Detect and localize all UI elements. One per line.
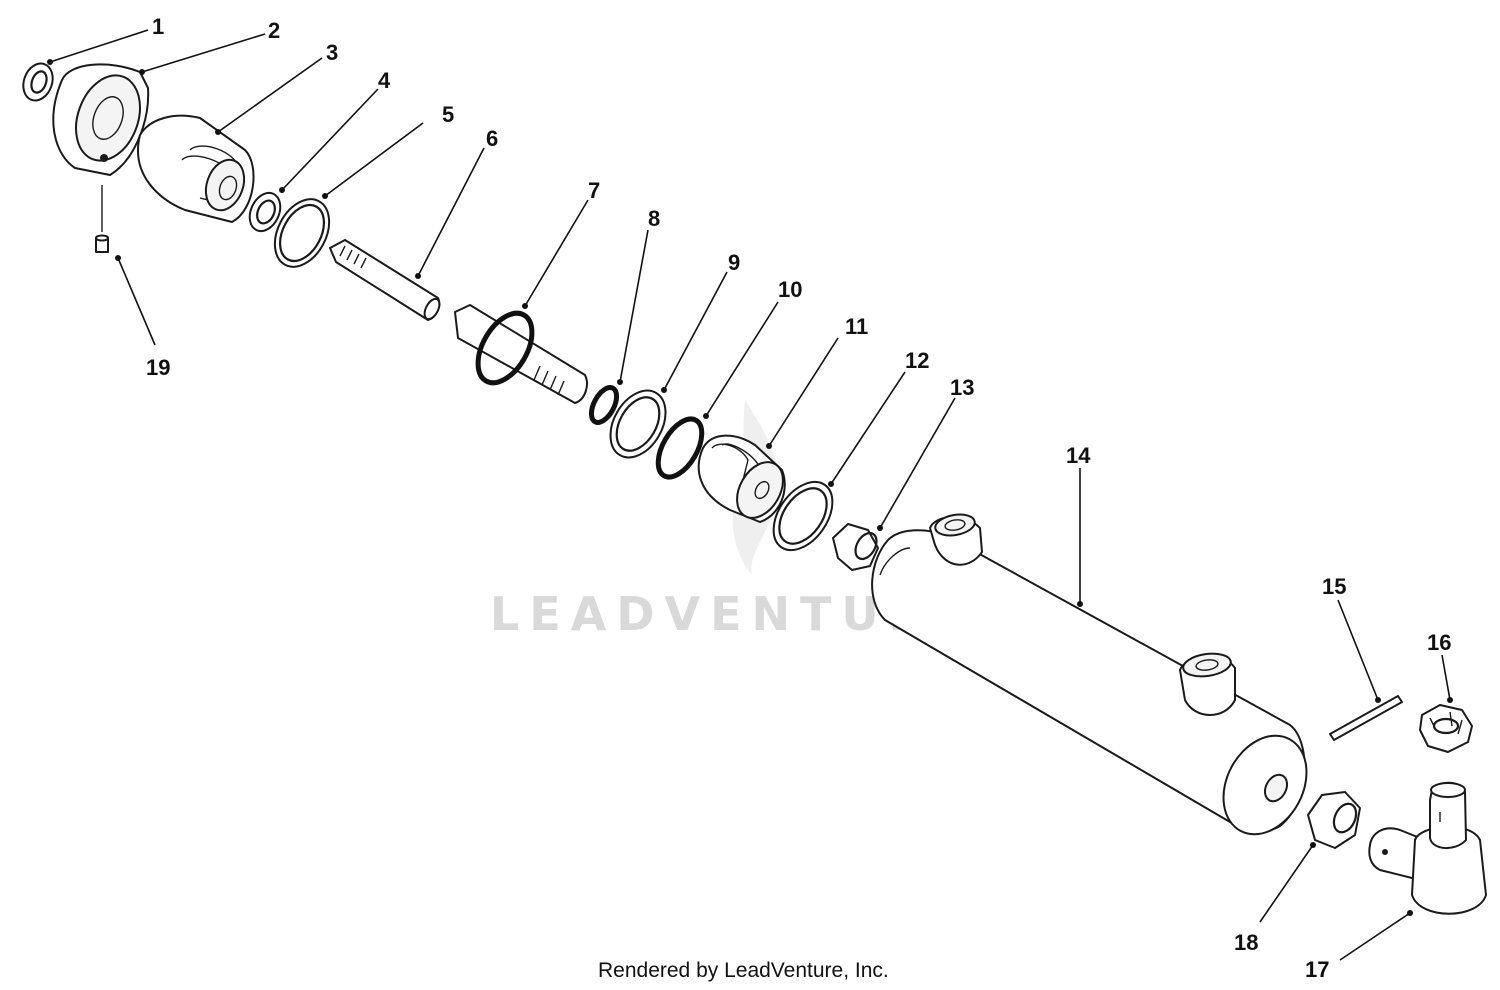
callout-1[interactable]: 1 bbox=[152, 14, 164, 39]
part-19-set-screw[interactable] bbox=[95, 185, 109, 253]
callout-7[interactable]: 7 bbox=[588, 178, 600, 203]
part-3-gland[interactable] bbox=[137, 114, 255, 223]
callout-10[interactable]: 10 bbox=[778, 277, 802, 302]
callout-15[interactable]: 15 bbox=[1322, 574, 1346, 599]
part-7-rod-o-ring[interactable] bbox=[454, 304, 588, 404]
footer-credit: Rendered by LeadVenture, Inc. bbox=[598, 959, 889, 982]
part-11-piston[interactable] bbox=[697, 434, 793, 526]
callout-4[interactable]: 4 bbox=[378, 68, 391, 93]
leader-lines bbox=[49, 29, 1451, 961]
callout-11[interactable]: 11 bbox=[845, 314, 868, 339]
part-2-gland-cap[interactable] bbox=[52, 63, 151, 176]
part-14-cylinder-barrel[interactable] bbox=[871, 512, 1323, 849]
part-5-backup-ring[interactable] bbox=[264, 190, 340, 276]
callout-19[interactable]: 19 bbox=[146, 355, 170, 380]
callout-17[interactable]: 17 bbox=[1305, 957, 1329, 982]
part-9-wear-ring[interactable] bbox=[599, 381, 677, 467]
part-16-castle-nut[interactable] bbox=[1419, 704, 1473, 753]
part-18-jam-nut[interactable] bbox=[1307, 791, 1361, 849]
callout-3[interactable]: 3 bbox=[326, 40, 338, 65]
leader-dots bbox=[47, 59, 1453, 916]
callout-9[interactable]: 9 bbox=[728, 250, 740, 275]
part-13-lock-nut[interactable] bbox=[832, 523, 881, 571]
part-17-tie-rod-end[interactable] bbox=[1368, 781, 1487, 915]
part-1-wiper-seal[interactable] bbox=[18, 59, 57, 104]
part-15-cotter-pin[interactable] bbox=[1329, 695, 1403, 741]
part-10-piston-o-ring[interactable] bbox=[649, 412, 710, 484]
callout-16[interactable]: 16 bbox=[1427, 630, 1451, 655]
callout-labels: 1 2 3 4 5 6 7 8 9 10 11 12 13 14 15 16 1… bbox=[146, 14, 1451, 982]
part-8-o-ring[interactable] bbox=[586, 384, 621, 427]
callout-14[interactable]: 14 bbox=[1066, 443, 1091, 468]
part-6-piston-rod[interactable] bbox=[329, 239, 442, 322]
callout-5[interactable]: 5 bbox=[442, 102, 454, 127]
callout-18[interactable]: 18 bbox=[1234, 930, 1258, 955]
part-12-seal-ring[interactable] bbox=[762, 471, 845, 561]
part-4-rod-seal[interactable] bbox=[244, 188, 286, 236]
callout-6[interactable]: 6 bbox=[486, 126, 498, 151]
callout-8[interactable]: 8 bbox=[648, 206, 660, 231]
callout-13[interactable]: 13 bbox=[950, 375, 974, 400]
callout-12[interactable]: 12 bbox=[905, 348, 929, 373]
callout-2[interactable]: 2 bbox=[268, 18, 280, 43]
